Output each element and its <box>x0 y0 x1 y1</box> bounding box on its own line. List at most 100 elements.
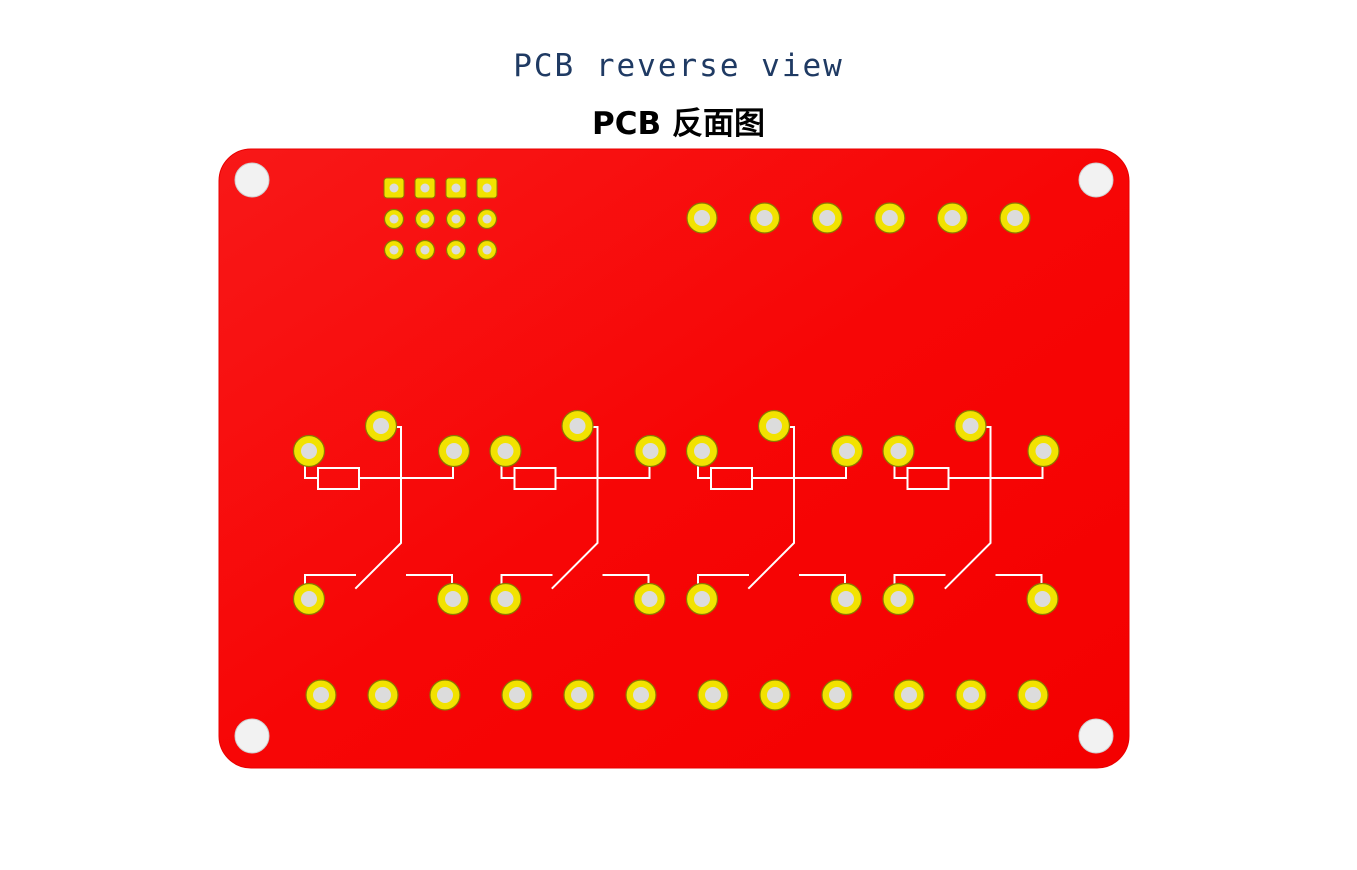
relay-nc-lead <box>697 574 749 586</box>
small-pin-square-pad <box>414 177 436 199</box>
relay-no-pad-hole <box>445 591 461 607</box>
pcb-substrate <box>218 148 1130 769</box>
relay-switch-arm <box>944 426 992 590</box>
relay-coil-pad-right <box>830 434 864 468</box>
relay-no-lead <box>602 574 650 586</box>
relay-nc-pad <box>489 582 522 616</box>
relay-nc-lead <box>500 574 553 586</box>
small-pin-pad <box>383 208 405 230</box>
relay-nc-lead <box>304 574 356 586</box>
pcb-board <box>218 148 1130 769</box>
small-pin-pad <box>414 239 436 261</box>
mount-hole-bottom-left <box>234 718 270 754</box>
relay-coil-pad-right <box>1027 434 1060 468</box>
small-pin-pad <box>414 208 436 230</box>
terminal-pin-pad-hole <box>963 687 979 703</box>
header-pin-pad <box>936 202 969 234</box>
relay-common-pad-hole <box>962 418 979 434</box>
terminal-pin-pad <box>821 679 853 711</box>
relay-coil-pad-left-hole <box>890 443 907 459</box>
relay-coil-pad-left <box>489 434 522 468</box>
terminal-pin-pad-hole <box>705 687 721 703</box>
header-pin-pad-hole <box>819 210 836 226</box>
terminal-pin-pad-hole <box>313 687 329 703</box>
small-pin-pad-hole <box>420 214 430 224</box>
header-pin-pad-hole <box>944 210 961 226</box>
terminal-pin-pad <box>1017 679 1049 711</box>
relay-nc-lead <box>893 574 946 586</box>
pads-layer <box>234 162 1114 754</box>
terminal-pin-pad-hole <box>1025 687 1041 703</box>
relay-no-pad-hole <box>1034 591 1051 607</box>
relay-common-pad-hole <box>569 418 586 434</box>
small-pin-square-hole <box>482 183 492 193</box>
small-pin-square-hole <box>420 183 430 193</box>
relay-no-lead <box>799 574 846 586</box>
terminal-pin-pad-hole <box>767 687 783 703</box>
relay-coil-lead-left <box>893 465 909 479</box>
terminal-pin-pad <box>893 679 925 711</box>
relay-coil-lead-right <box>358 465 454 479</box>
relay-coil-lead-left <box>304 465 319 479</box>
small-pin-pad-hole <box>482 245 492 255</box>
relay-coil-pad-right-hole <box>446 443 462 459</box>
header-pin-pad-hole <box>756 210 773 226</box>
relay-coil-lead-right <box>947 465 1044 479</box>
relay-nc-pad-hole <box>301 591 317 607</box>
mount-hole-top-left <box>234 162 270 198</box>
terminal-pin-pad-hole <box>437 687 453 703</box>
relay-nc-pad-hole <box>497 591 514 607</box>
relay-nc-pad <box>685 582 719 616</box>
relay-nc-pad <box>882 582 915 616</box>
relay-common-pad <box>561 409 594 443</box>
relay-coil-pad-right <box>634 434 667 468</box>
small-pin-pad-hole <box>420 245 430 255</box>
relay-coil-lead-left <box>500 465 516 479</box>
relay-coil-pad-left <box>685 434 719 468</box>
relay-nc-pad-hole <box>890 591 907 607</box>
small-pin-pad <box>445 239 467 261</box>
relay-no-pad <box>829 582 863 616</box>
small-pin-pad <box>383 239 405 261</box>
relay-no-pad-hole <box>838 591 854 607</box>
small-pin-pad-hole <box>451 245 461 255</box>
small-pin-pad-hole <box>451 214 461 224</box>
header-pin-pad <box>999 202 1031 234</box>
relay-no-pad-hole <box>641 591 658 607</box>
terminal-pin-pad <box>759 679 791 711</box>
small-pin-square-hole <box>389 183 399 193</box>
small-pin-pad <box>445 208 467 230</box>
terminal-pin-pad <box>501 679 533 711</box>
relay-coil-pad-right-hole <box>839 443 855 459</box>
relay-common-pad <box>757 409 791 443</box>
terminal-pin-pad <box>367 679 399 711</box>
relay-common-pad-hole <box>766 418 782 434</box>
terminal-pin-pad <box>625 679 657 711</box>
small-pin-pad <box>476 239 498 261</box>
header-pin-pad-hole <box>1007 210 1023 226</box>
terminal-pin-pad-hole <box>633 687 649 703</box>
terminal-pin-pad <box>697 679 729 711</box>
small-pin-pad <box>476 208 498 230</box>
terminal-pin-pad <box>955 679 987 711</box>
small-pin-square-pad <box>445 177 467 199</box>
relay-coil-pad-left-hole <box>301 443 317 459</box>
header-pin-pad <box>874 202 906 234</box>
terminal-pin-pad-hole <box>901 687 917 703</box>
terminal-pin-pad-hole <box>509 687 525 703</box>
header-pin-pad-hole <box>881 210 898 226</box>
relay-common-pad <box>954 409 987 443</box>
header-pin-pad <box>686 202 718 234</box>
relay-switch-arm <box>354 426 402 590</box>
silkscreen-layer <box>304 426 1044 590</box>
mount-hole-bottom-right <box>1078 718 1114 754</box>
relay-switch-arm <box>747 426 795 590</box>
relay-common-pad <box>364 409 398 443</box>
relay-nc-pad <box>292 582 326 616</box>
terminal-pin-pad <box>563 679 595 711</box>
relay-no-lead <box>995 574 1043 586</box>
relay-coil-pad-left <box>292 434 326 468</box>
terminal-pin-pad-hole <box>375 687 391 703</box>
relay-common-pad-hole <box>373 418 389 434</box>
small-pin-pad-hole <box>482 214 492 224</box>
